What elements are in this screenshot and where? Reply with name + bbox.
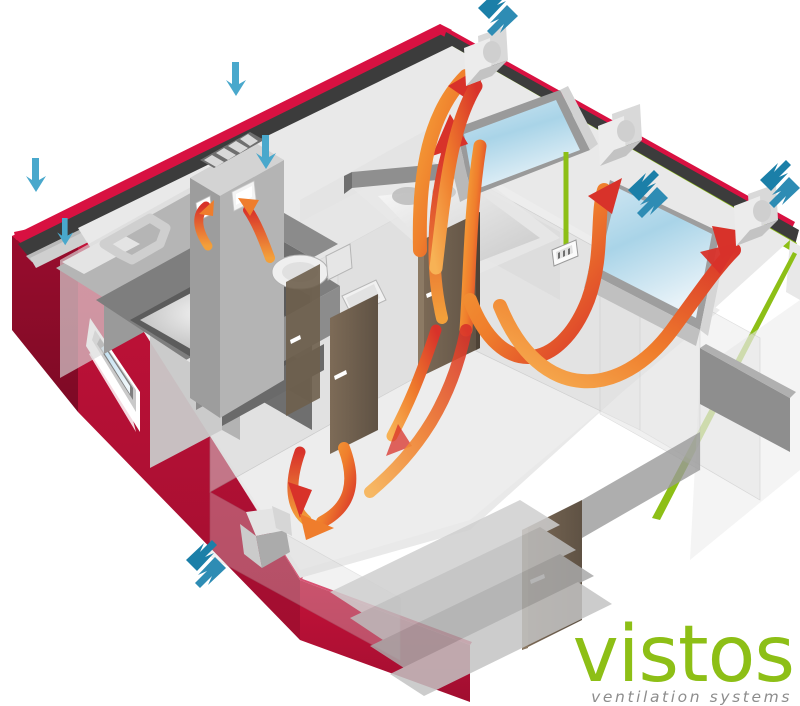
vent-units-group bbox=[240, 26, 778, 568]
extract-airflow-arrows bbox=[194, 64, 748, 540]
brand-logo: vistos ventilation systems bbox=[540, 610, 798, 706]
vent-unit-west[interactable] bbox=[240, 506, 292, 568]
vent-unit-east-lower[interactable] bbox=[734, 184, 778, 246]
vent-unit-north[interactable] bbox=[464, 26, 508, 86]
door-hall-left bbox=[286, 264, 320, 416]
grille-icon bbox=[200, 132, 264, 168]
window-north-east bbox=[444, 86, 598, 202]
duct-run bbox=[551, 152, 579, 267]
wall-controller[interactable] bbox=[551, 239, 579, 267]
door-hall-right bbox=[330, 294, 378, 454]
windows-group bbox=[444, 86, 728, 346]
ventilation-shaft bbox=[190, 132, 284, 418]
lower-structure bbox=[330, 500, 612, 696]
vent-unit-east-upper[interactable] bbox=[598, 104, 642, 166]
brand-name: vistos bbox=[572, 610, 795, 700]
blue-down-north-a bbox=[226, 62, 246, 96]
window-east bbox=[584, 180, 728, 346]
right-room-furniture bbox=[330, 344, 796, 696]
blue-down-west bbox=[26, 158, 46, 192]
